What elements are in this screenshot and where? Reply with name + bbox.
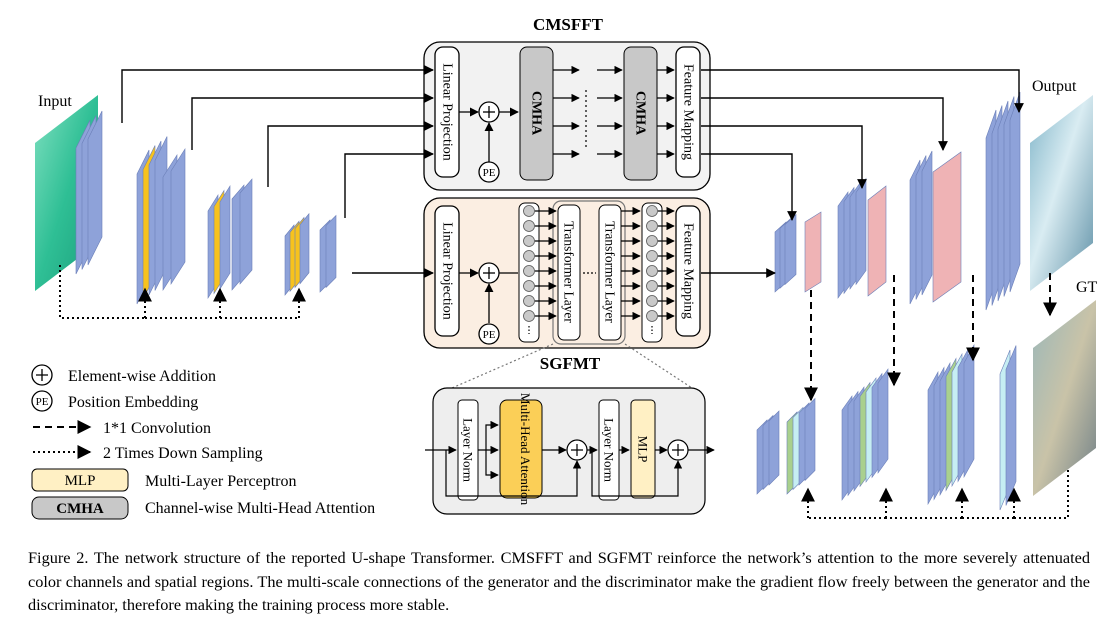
token-dot: [523, 295, 535, 307]
sgfmt-feature-mapping: [675, 205, 701, 337]
cmha-block-2: [623, 46, 658, 181]
legend-conv: 1*1 Convolution: [103, 420, 211, 437]
feature-map-slabs: [75, 91, 1021, 511]
position-embedding-icon: [31, 390, 53, 412]
skip-connections: [121, 65, 1024, 278]
encoder-slab: [87, 110, 103, 266]
legend-cmha-box-label: CMHA: [56, 501, 104, 517]
cmsfft-title: CMSFFT: [533, 15, 604, 34]
cmsfft-feature-mapping-label: Feature Mapping: [681, 64, 696, 160]
discriminator-slab: [804, 397, 816, 482]
cmha-2-label: CMHA: [633, 91, 648, 136]
decoder-slab: [1009, 91, 1021, 293]
decoder-slab: [784, 213, 797, 286]
token-dot: [646, 205, 658, 217]
detail-layer-norm-1-label: Layer Norm: [461, 418, 476, 482]
legend-pe-symbol: PE: [36, 396, 49, 408]
encoder-slab: [325, 214, 337, 289]
decoder-slab: [855, 177, 867, 286]
token-dot: [646, 220, 658, 232]
token-dot: [646, 250, 658, 262]
legend-mlp: Multi-Layer Perceptron: [145, 473, 297, 490]
transformer-layer-1: [557, 204, 581, 341]
network-diagram: CMSFFT SGFMT Input Output GT Linear Proj…: [31, 15, 1098, 520]
input-label: Input: [38, 93, 72, 110]
legend-down-sampling: 2 Times Down Sampling: [103, 445, 263, 462]
legend-mlp-swatch: [31, 468, 129, 492]
encoder-slab: [299, 212, 310, 285]
transformer-layer-1-label: Transformer Layer: [562, 221, 577, 323]
output-label: Output: [1032, 78, 1077, 95]
sgfmt-linear-projection-label: Linear Projection: [440, 222, 455, 320]
output-image: [1030, 95, 1093, 291]
conv-connections: [804, 273, 1057, 402]
token-dot: [523, 220, 535, 232]
token-dot: [523, 280, 535, 292]
sgfmt-tokens: [523, 205, 675, 334]
cmsfft-feature-mapping: [675, 46, 701, 178]
detail-mlp-label: MLP: [636, 436, 651, 463]
sgfmt-title: SGFMT: [540, 354, 601, 373]
legend-mlp-box-label: MLP: [65, 473, 96, 489]
token-dot: [646, 265, 658, 277]
token-dot: [523, 310, 535, 322]
cmha-1-label: CMHA: [529, 91, 544, 136]
decoder-slab: [932, 151, 962, 303]
decoder-slab: [921, 150, 933, 296]
sgfmt-pe-icon: [478, 323, 500, 345]
cmsfft-pe-label: PE: [483, 167, 496, 179]
decoder-slab: [804, 211, 822, 293]
cmsfft-internal-arrows: [553, 65, 675, 159]
token-dot: [523, 235, 535, 247]
gt-image: [1033, 300, 1096, 496]
token-dot: [646, 235, 658, 247]
sgfmt-feature-mapping-label: Feature Mapping: [681, 223, 696, 319]
encoder-slab: [239, 178, 253, 285]
token-dot: [523, 205, 535, 217]
discriminator-slab: [877, 368, 889, 474]
encoder-slab: [219, 184, 231, 291]
discriminator-slab: [1005, 345, 1017, 506]
detail-layer-norm-2-label: Layer Norm: [602, 418, 617, 482]
legend: Element-wise Addition PE Position Embedd…: [31, 364, 375, 520]
generator-downsampling: [59, 265, 306, 319]
legend-cmha-swatch: [31, 496, 129, 520]
legend-cmha: Channel-wise Multi-Head Attention: [145, 500, 375, 517]
decoder-slab: [867, 185, 887, 297]
multi-head-attention-block: [499, 399, 543, 499]
token-dot: [523, 265, 535, 277]
transformer-layer-2: [598, 204, 622, 341]
cmsfft-linear-projection-label: Linear Projection: [440, 63, 455, 161]
legend-position-embedding: Position Embedding: [68, 394, 198, 411]
legend-element-wise-addition: Element-wise Addition: [68, 368, 216, 385]
token-dot: [523, 250, 535, 262]
token-dot: [646, 280, 658, 292]
cmha-block-1: [519, 46, 554, 181]
discriminator-downsampling: [801, 470, 1069, 519]
token-dot: [646, 310, 658, 322]
discriminator-slab: [768, 410, 780, 486]
encoder-slab: [170, 147, 186, 286]
discriminator-slab: [963, 343, 975, 479]
token-dot: [646, 295, 658, 307]
figure-caption: Figure 2. The network structure of the r…: [28, 548, 1090, 614]
sgfmt-pe-label: PE: [483, 329, 496, 341]
cmsfft-block: [423, 41, 711, 191]
detail-arrows: [425, 420, 715, 497]
detail-mlp-block: [630, 399, 656, 499]
transformer-layer-2-label: Transformer Layer: [603, 221, 618, 323]
multi-head-attention-label: Multi-Head Attention: [518, 393, 533, 506]
sgfmt-linear-projection: [434, 205, 460, 337]
gt-label: GT: [1076, 279, 1098, 296]
cmsfft-pe-icon: [478, 161, 500, 183]
